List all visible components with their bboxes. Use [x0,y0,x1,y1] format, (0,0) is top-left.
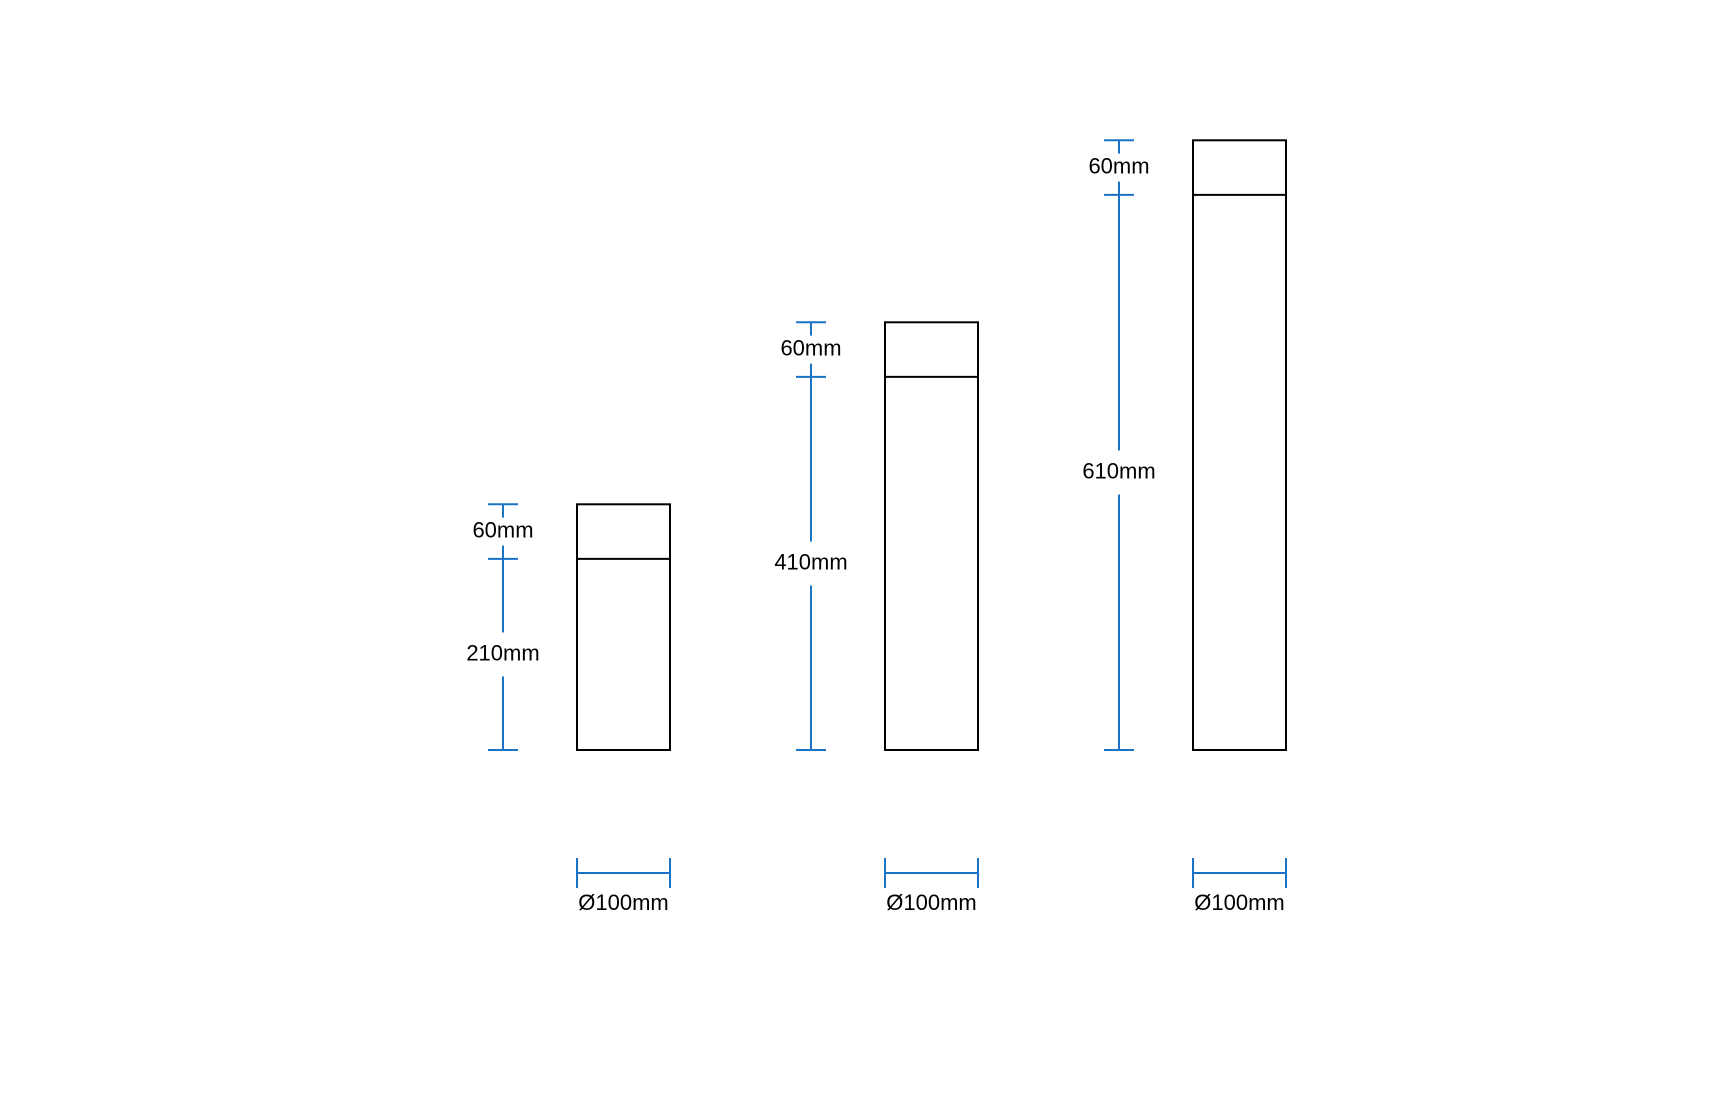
product-large-cap-dim-label: 60mm [1088,153,1149,178]
product-medium-outline [884,321,979,751]
product-small-cap-dim-label: 60mm [472,517,533,542]
product-medium-body-dim-label: 410mm [774,549,847,574]
product-large-diameter-label: Ø100mm [1194,890,1284,915]
product-large-outline [1192,139,1287,752]
product-small-body-dim-label: 210mm [466,640,539,665]
product-medium-cap-dim-label: 60mm [780,335,841,360]
product-small-outline [576,503,671,751]
product-medium-diameter-label: Ø100mm [886,890,976,915]
product-large-body-dim-label: 610mm [1082,458,1155,483]
product-small-diameter-label: Ø100mm [578,890,668,915]
